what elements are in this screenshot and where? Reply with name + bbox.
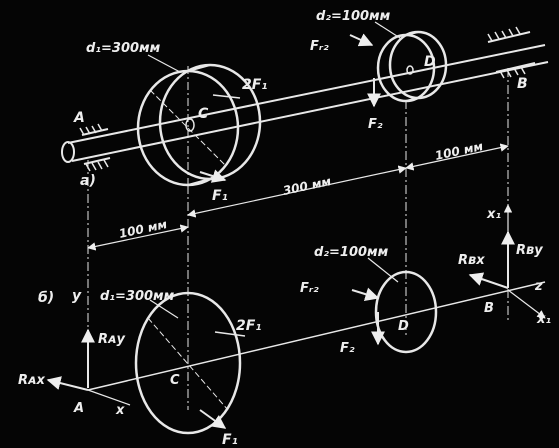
point-b-label-b: B: [484, 301, 494, 316]
2f1-label-b: 2F₁: [236, 318, 261, 334]
d2-label-a: d₂=100мм: [316, 9, 391, 24]
axis-x1-label: x₁: [536, 312, 551, 327]
dim-100-left-label: 100 мм: [118, 217, 169, 241]
dim-300-label: 300 мм: [282, 174, 333, 198]
gear-c-b-diameter: [147, 317, 229, 411]
f2-label-a: F₂: [368, 117, 383, 132]
axis-z-line: [87, 281, 546, 391]
point-a-label-a: A: [73, 110, 85, 126]
r-ax-label: Rᴀx: [18, 373, 45, 388]
fr2-label-a: Fᵣ₂: [310, 39, 329, 54]
dimension-lines: [87, 143, 509, 251]
r-bx-arrow: [468, 272, 509, 289]
bearing-b: [487, 26, 536, 79]
gear-d-b: [374, 270, 438, 354]
forces-b: [46, 204, 515, 429]
r-by-label: Rʙy: [516, 243, 543, 258]
x1-vertical-label: x₁: [486, 207, 501, 222]
forces-a: [147, 21, 401, 183]
axis-y-label: y: [72, 288, 82, 304]
f1-label-b: F₁: [222, 432, 238, 448]
diagram-b: d₂=100мм d₁=300мм Fᵣ₂ D F₂ Rʙx Rʙy x₁ z …: [18, 204, 551, 448]
fr2-label-b: Fᵣ₂: [300, 281, 319, 296]
r-ax-arrow: [46, 376, 89, 391]
point-b-label-a: B: [517, 76, 528, 92]
f1-arrow-b: [199, 409, 227, 429]
point-d-label-a: D: [424, 54, 436, 70]
2f1-label-a: 2F₁: [242, 77, 267, 93]
point-c-label-a: C: [198, 106, 209, 122]
dim-100-right-label: 100 мм: [434, 139, 485, 163]
point-a-label-b: A: [73, 401, 84, 416]
diagram-a: d₂=100мм d₁=300мм Fᵣ₂ D F₂ B 2F₁ C A F₁ …: [61, 9, 549, 410]
axis-x1-line: [507, 289, 546, 319]
gear-c-b: [134, 291, 242, 435]
d2-label-b: d₂=100мм: [314, 245, 389, 260]
2f1-leader-b: [214, 331, 246, 337]
point-d-label-b: D: [398, 319, 409, 334]
axis-x-label: x: [115, 403, 125, 418]
f2-label-b: F₂: [340, 341, 355, 356]
d1-label-b: d₁=300мм: [100, 289, 175, 304]
f1-label-a: F₁: [212, 188, 228, 204]
force-2f1-leader: [212, 94, 241, 99]
axis-x-line: [87, 389, 131, 406]
force-f1-arrow: [199, 169, 227, 183]
d1-label-a: d₁=300мм: [86, 41, 161, 56]
d1-leader: [147, 54, 181, 73]
d2-leader: [374, 21, 401, 39]
point-c-label-b: C: [170, 373, 180, 388]
d2-leader-b: [367, 257, 399, 283]
panel-label-a: a): [80, 173, 96, 189]
bearing-a: [79, 123, 111, 172]
force-fr2-arrow: [349, 33, 374, 47]
d1-leader-b: [149, 299, 179, 319]
r-ay-label: Rᴀy: [98, 332, 125, 347]
shaft: [61, 44, 549, 163]
fr2-arrow-b: [351, 287, 380, 301]
panel-label-b: б): [38, 290, 54, 306]
r-bx-label: Rʙx: [458, 253, 485, 268]
axis-z-label: z: [534, 279, 543, 294]
